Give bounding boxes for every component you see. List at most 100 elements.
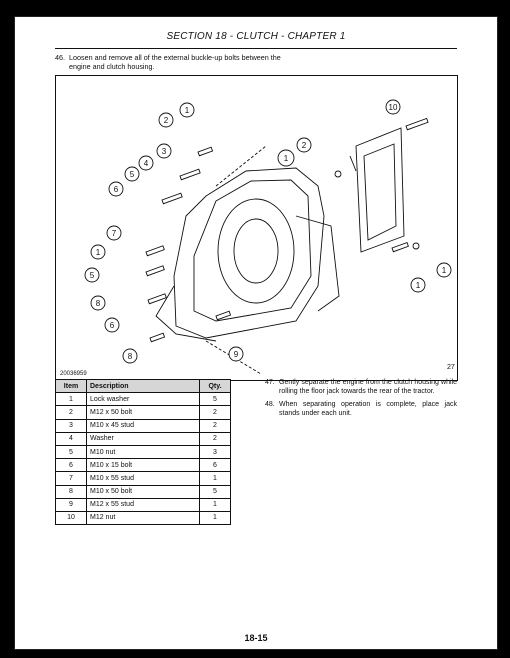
qty-cell: 2 [199, 431, 231, 446]
housing-bore [217, 198, 295, 304]
svg-text:1: 1 [442, 266, 447, 275]
callout-1-right-top: 2 [296, 137, 312, 153]
callout-8-left: 6 [104, 317, 120, 333]
step-48-text: When separating operation is complete, p… [279, 401, 457, 417]
qty-cell: 3 [199, 444, 231, 460]
item-cell: 5 [55, 444, 87, 460]
item-cell: 6 [55, 458, 87, 473]
guide-line [215, 145, 267, 187]
housing-inner [193, 179, 312, 322]
callout-5-left: 8 [90, 295, 106, 311]
svg-text:8: 8 [96, 299, 101, 308]
svg-text:6: 6 [110, 321, 115, 330]
callout-3: 3 [156, 143, 172, 159]
svg-text:5: 5 [90, 271, 95, 280]
manual-page: SECTION 18 - CLUTCH - CHAPTER 1 46. Loos… [14, 16, 498, 650]
qty-cell: 1 [199, 471, 231, 486]
step-48-number: 48. [265, 401, 275, 409]
bolt-group-left [145, 117, 429, 343]
svg-text:1: 1 [416, 281, 421, 290]
callout-1-left: 5 [84, 267, 100, 283]
description-cell: Washer [86, 431, 200, 446]
cover-plate [355, 127, 405, 253]
description-cell: M10 x 50 bolt [86, 484, 200, 499]
exploded-diagram-figure: 1 2 3 4 5 6 7 1 5 8 6 8 9 10 1 2 1 1 [55, 75, 458, 381]
callout-2: 2 [158, 112, 174, 128]
step-47-text: Gently separate the engine from the clut… [279, 379, 457, 395]
qty-cell: 1 [199, 510, 231, 526]
svg-text:2: 2 [164, 116, 169, 125]
item-cell: 10 [55, 510, 87, 526]
step-47-number: 47. [265, 379, 275, 386]
step-46-number: 46. [55, 53, 65, 62]
description-cell: M12 x 55 stud [86, 497, 200, 512]
table-header-row: Item Description Qty. [55, 378, 231, 394]
description-cell: M10 x 55 stud [86, 471, 200, 486]
figure-image-id: 20036959 [60, 371, 87, 377]
svg-text:5: 5 [130, 170, 135, 179]
step-46-text: Loosen and remove all of the external bu… [69, 53, 281, 71]
procedure-steps: 47. Gently separate the engine from the … [265, 379, 457, 423]
svg-text:4: 4 [144, 159, 149, 168]
step-48: 48. When separating operation is complet… [265, 401, 457, 418]
description-cell: M10 nut [86, 444, 200, 460]
callout-6-mid: 7 [106, 225, 122, 241]
callout-6-bottom: 8 [122, 348, 138, 364]
housing-bore-inner [233, 218, 279, 284]
qty-cell: 6 [199, 458, 231, 473]
callout-5-top: 6 [108, 181, 124, 197]
item-cell: 7 [55, 471, 87, 486]
svg-text:9: 9 [234, 350, 239, 359]
figure-number: 27 [447, 364, 455, 371]
svg-text:10: 10 [389, 103, 398, 112]
callout-2-right: 1 [410, 277, 426, 293]
svg-text:1: 1 [96, 248, 101, 257]
svg-text:7: 7 [112, 229, 117, 238]
housing-lower [155, 285, 217, 342]
housing-flange [295, 215, 340, 312]
step-47: 47. Gently separate the engine from the … [265, 379, 457, 396]
description-cell: M12 nut [86, 510, 200, 526]
callout-4: 4 [138, 155, 154, 171]
header-item: Item [55, 378, 87, 394]
page-number: 18-15 [244, 633, 268, 643]
callout-10: 1 [277, 149, 295, 167]
section-header: SECTION 18 - CLUTCH - CHAPTER 1 [166, 31, 346, 42]
description-cell: Lock washer [86, 392, 200, 407]
callout-9: 10 [385, 99, 401, 115]
svg-text:8: 8 [128, 352, 133, 361]
qty-cell: 2 [199, 405, 231, 420]
header-description: Description [86, 378, 200, 394]
item-cell: 2 [55, 405, 87, 420]
header-rule [55, 48, 457, 49]
item-cell: 1 [55, 392, 87, 407]
svg-text:1: 1 [185, 106, 190, 115]
qty-cell: 5 [199, 392, 231, 407]
callout-1-mid: 5 [124, 166, 140, 182]
description-cell: M12 x 50 bolt [86, 405, 200, 420]
clutch-housing-diagram: 1 2 3 4 5 6 7 1 5 8 6 8 9 10 1 2 1 1 [84, 99, 452, 375]
qty-cell: 5 [199, 484, 231, 499]
callout-8-bottom: 9 [228, 346, 244, 362]
callout-7: 1 [90, 244, 106, 260]
item-cell: 8 [55, 484, 87, 499]
callout-1-right: 1 [436, 262, 452, 278]
cover-leader [349, 155, 357, 172]
item-cell: 9 [55, 497, 87, 512]
description-cell: M10 x 45 stud [86, 418, 200, 433]
svg-text:2: 2 [302, 141, 307, 150]
cover-plate-inner [363, 143, 397, 241]
item-cell: 3 [55, 418, 87, 433]
header-qty: Qty. [199, 378, 231, 394]
qty-cell: 1 [199, 497, 231, 512]
